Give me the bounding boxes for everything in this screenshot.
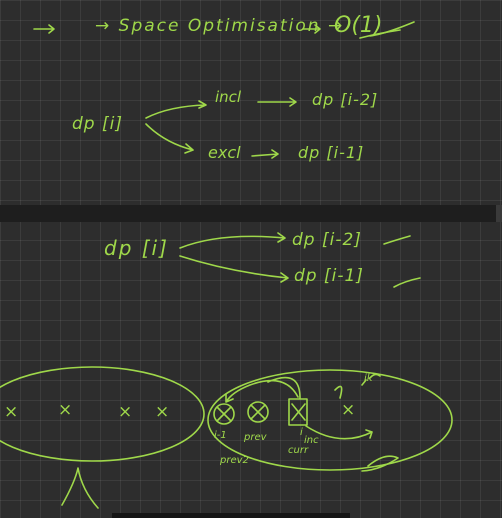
bottom-scrollbar[interactable]: [112, 513, 350, 518]
arrow-bottom-curve: [305, 425, 373, 440]
arrow-incl-to-dpi2: [257, 97, 297, 107]
label-prev2: prev2: [220, 455, 249, 466]
label-curr: curr: [288, 445, 309, 456]
title-arrow-right: [302, 24, 321, 34]
page-separator-edge: [496, 205, 502, 222]
title-arrow-left: [33, 24, 55, 34]
array-x-mark-2: ×: [58, 400, 73, 420]
excl-label: excl: [208, 143, 241, 162]
incl-label: incl: [215, 88, 242, 106]
alpha-mark-left: [61, 467, 99, 509]
right-array-ellipse: [207, 369, 453, 471]
title-checkmark-2: [359, 29, 401, 39]
arrow-excl-to-dpi1: [251, 149, 279, 159]
array-x-mark-3: ×: [118, 402, 133, 422]
left-array-ellipse: [0, 366, 205, 462]
x-in-box: [291, 403, 306, 421]
label-inc: inc: [304, 435, 319, 446]
array-x-mark-4: ×: [155, 402, 170, 422]
page-separator: [0, 205, 502, 222]
label-prev: prev: [244, 432, 267, 443]
dp-target-prev1: dp [i-1]: [294, 266, 364, 286]
page-title: → Space Optimisation →: [95, 16, 345, 36]
alpha-mark-right: [361, 455, 399, 472]
arrow-top-loop: [267, 376, 301, 399]
boxed-x: [288, 398, 308, 426]
arrow-dp-to-dpi1: [179, 255, 289, 283]
dp-state-2: dp [i]: [104, 236, 169, 260]
check-dpi1: [393, 277, 421, 288]
arrow-dp-to-dpi2: [179, 232, 286, 249]
check-dpi2: [383, 235, 411, 245]
arrow-dp-to-excl: [145, 123, 194, 154]
x-in-circle-2: [250, 404, 266, 420]
ik-mark: [361, 373, 381, 386]
label-i-minus-1: i-1: [214, 430, 227, 441]
excl-target: dp [i-1]: [298, 143, 365, 162]
arrow-dp-to-incl: [145, 100, 207, 119]
space-complexity: O(1): [334, 13, 383, 38]
array-x-mark-1: ×: [4, 402, 19, 422]
array-x-mark-5: ×: [341, 400, 356, 420]
x-in-circle-1: [216, 406, 232, 422]
arrow-right-loop: [334, 385, 343, 399]
label-ik: ik: [364, 373, 373, 384]
label-i: i: [300, 427, 303, 438]
dp-state-1: dp [i]: [72, 114, 123, 134]
arrow-curr-to-prev2: [225, 379, 299, 403]
incl-target: dp [i-2]: [312, 90, 379, 109]
circled-x-1: [213, 403, 235, 425]
dp-target-prev2: dp [i-2]: [292, 230, 362, 250]
circled-x-2: [247, 401, 269, 423]
